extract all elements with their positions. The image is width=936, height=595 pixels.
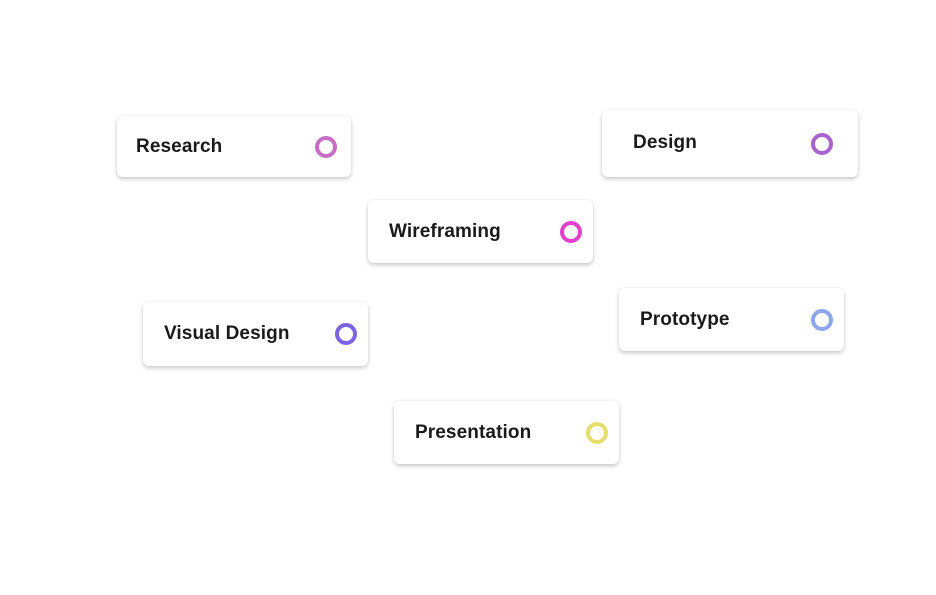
ring-status-icon xyxy=(315,135,337,158)
ring-status-icon xyxy=(811,308,833,331)
ring-status-icon xyxy=(586,421,608,444)
chip-label: Wireframing xyxy=(389,220,501,242)
chip-label: Presentation xyxy=(415,421,532,443)
chip-label: Research xyxy=(136,135,223,157)
chip-label: Prototype xyxy=(640,308,730,330)
chip-research[interactable]: Research xyxy=(117,116,351,177)
chip-prototype[interactable]: Prototype xyxy=(619,288,844,351)
ring-status-icon xyxy=(811,132,833,155)
chip-wireframing[interactable]: Wireframing xyxy=(368,200,593,263)
chip-label: Visual Design xyxy=(164,323,290,344)
chip-label: Design xyxy=(633,131,697,153)
ring-status-icon xyxy=(560,220,582,243)
chip-design[interactable]: Design xyxy=(602,110,858,177)
ring-status-icon xyxy=(335,323,357,345)
chip-presentation[interactable]: Presentation xyxy=(394,401,619,464)
chip-visual-design[interactable]: Visual Design xyxy=(143,302,368,366)
